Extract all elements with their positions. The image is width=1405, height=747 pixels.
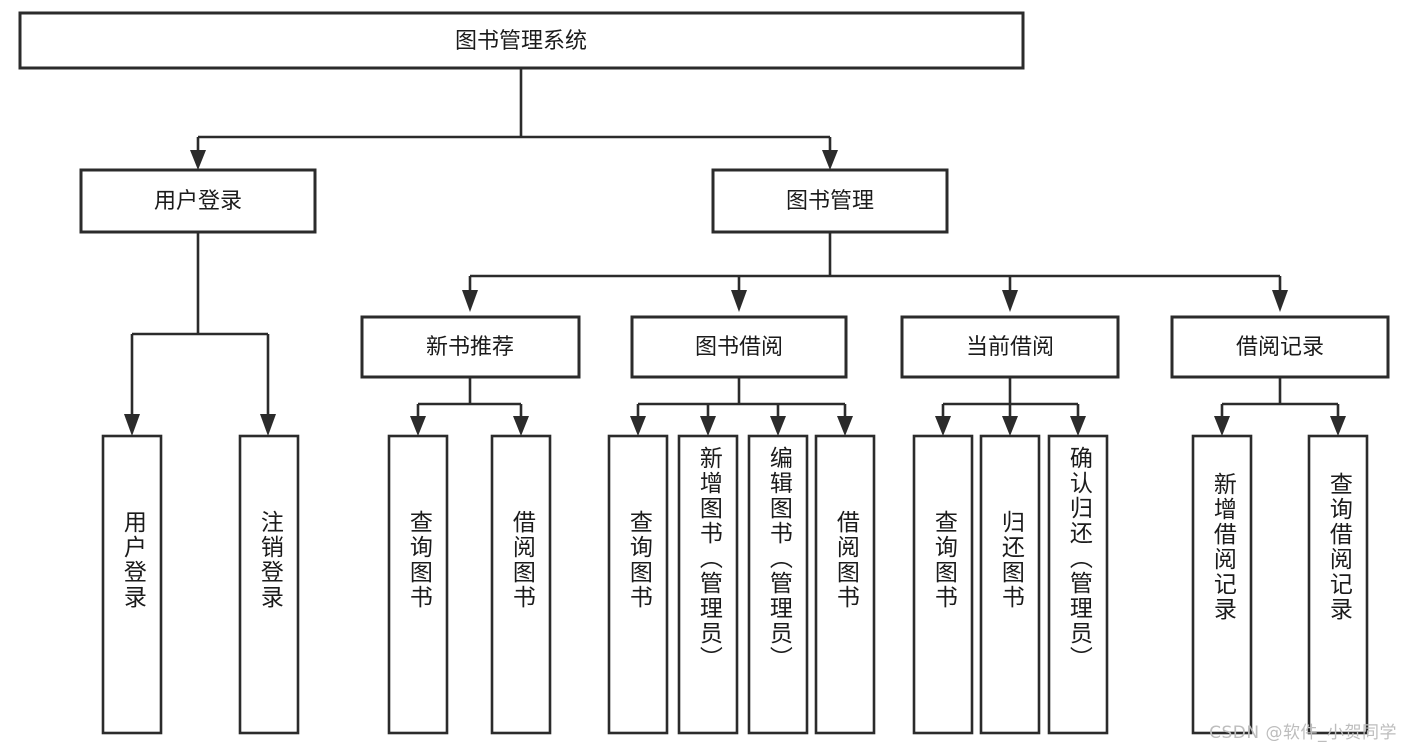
node-book-manage-label: 图书管理 — [786, 189, 874, 214]
arrow-to-leaf-user-login — [124, 414, 140, 436]
node-book-manage[interactable]: 图书管理 — [711, 168, 949, 234]
arrow-to-leaf-bb-3 — [770, 416, 786, 436]
node-new-book-recommend-box[interactable] — [360, 315, 581, 379]
watermark-text: CSDN @软件_小贺同学 — [1209, 723, 1397, 743]
leaf-box-nbr-1[interactable] — [387, 434, 449, 735]
node-root[interactable]: 图书管理系统 — [18, 11, 1025, 70]
node-book-borrow[interactable]: 图书借阅 — [630, 315, 848, 379]
arrow-to-leaf-logout — [260, 414, 276, 436]
leaf-box-user-login-2[interactable] — [238, 434, 300, 735]
node-borrow-record-label: 借阅记录 — [1236, 335, 1324, 360]
node-current-borrow-box[interactable] — [900, 315, 1120, 379]
arrow-to-book-manage — [822, 150, 838, 170]
node-book-borrow-box[interactable] — [630, 315, 848, 379]
arrow-to-book-borrow — [731, 290, 747, 312]
node-new-book-recommend[interactable]: 新书推荐 — [360, 315, 581, 379]
connector-group-new-book-recommend — [410, 377, 529, 436]
node-current-borrow-label: 当前借阅 — [966, 335, 1054, 360]
connector-group-current-borrow — [935, 377, 1086, 436]
node-user-login-box[interactable] — [79, 168, 317, 234]
leaf-box-cb-2[interactable] — [979, 434, 1041, 735]
node-root-label: 图书管理系统 — [455, 29, 587, 54]
arrow-to-leaf-cb-1 — [935, 416, 951, 436]
connector-group-book-manage — [462, 232, 1288, 312]
connector-group-root — [190, 68, 838, 170]
arrow-to-new-book-recommend — [462, 290, 478, 312]
connector-group-book-borrow — [630, 377, 853, 436]
node-book-manage-box[interactable] — [711, 168, 949, 234]
leaf-box-br-2[interactable] — [1307, 434, 1369, 735]
leaf-box-bb-3[interactable] — [747, 434, 809, 735]
arrow-to-leaf-bb-4 — [837, 416, 853, 436]
arrow-to-leaf-cb-3 — [1070, 416, 1086, 436]
arrow-to-user-login — [190, 150, 206, 170]
leaf-box-bb-2[interactable] — [677, 434, 739, 735]
leaf-box-bb-4[interactable] — [814, 434, 876, 735]
leaf-group-current-borrow — [912, 434, 1109, 735]
node-new-book-recommend-label: 新书推荐 — [426, 335, 514, 360]
arrow-to-current-borrow — [1002, 290, 1018, 312]
connector-group-borrow-record — [1214, 377, 1346, 436]
leaf-group-user-login — [101, 434, 300, 735]
arrow-to-leaf-bb-1 — [630, 416, 646, 436]
leaf-group-borrow-record — [1191, 434, 1369, 735]
node-user-login-label: 用户登录 — [154, 189, 242, 214]
arrow-to-leaf-br-1 — [1214, 416, 1230, 436]
leaf-box-br-1[interactable] — [1191, 434, 1253, 735]
leaf-group-book-borrow — [607, 434, 876, 735]
leaf-box-nbr-2[interactable] — [490, 434, 552, 735]
node-user-login[interactable]: 用户登录 — [79, 168, 317, 234]
leaf-box-cb-1[interactable] — [912, 434, 974, 735]
connector-group-user-login — [124, 232, 276, 436]
leaf-group-new-book-recommend — [387, 434, 552, 735]
arrow-to-leaf-cb-2 — [1002, 416, 1018, 436]
leaf-box-bb-1[interactable] — [607, 434, 669, 735]
leaf-box-cb-3[interactable] — [1047, 434, 1109, 735]
node-borrow-record-box[interactable] — [1170, 315, 1390, 379]
arrow-to-borrow-record — [1272, 290, 1288, 312]
arrow-to-leaf-br-2 — [1330, 416, 1346, 436]
arrow-to-leaf-bb-2 — [700, 416, 716, 436]
node-borrow-record[interactable]: 借阅记录 — [1170, 315, 1390, 379]
arrow-to-leaf-nbr-2 — [513, 416, 529, 436]
arrow-to-leaf-nbr-1 — [410, 416, 426, 436]
leaf-box-user-login-1[interactable] — [101, 434, 163, 735]
node-book-borrow-label: 图书借阅 — [695, 335, 783, 360]
node-current-borrow[interactable]: 当前借阅 — [900, 315, 1120, 379]
node-root-box[interactable] — [18, 11, 1025, 70]
